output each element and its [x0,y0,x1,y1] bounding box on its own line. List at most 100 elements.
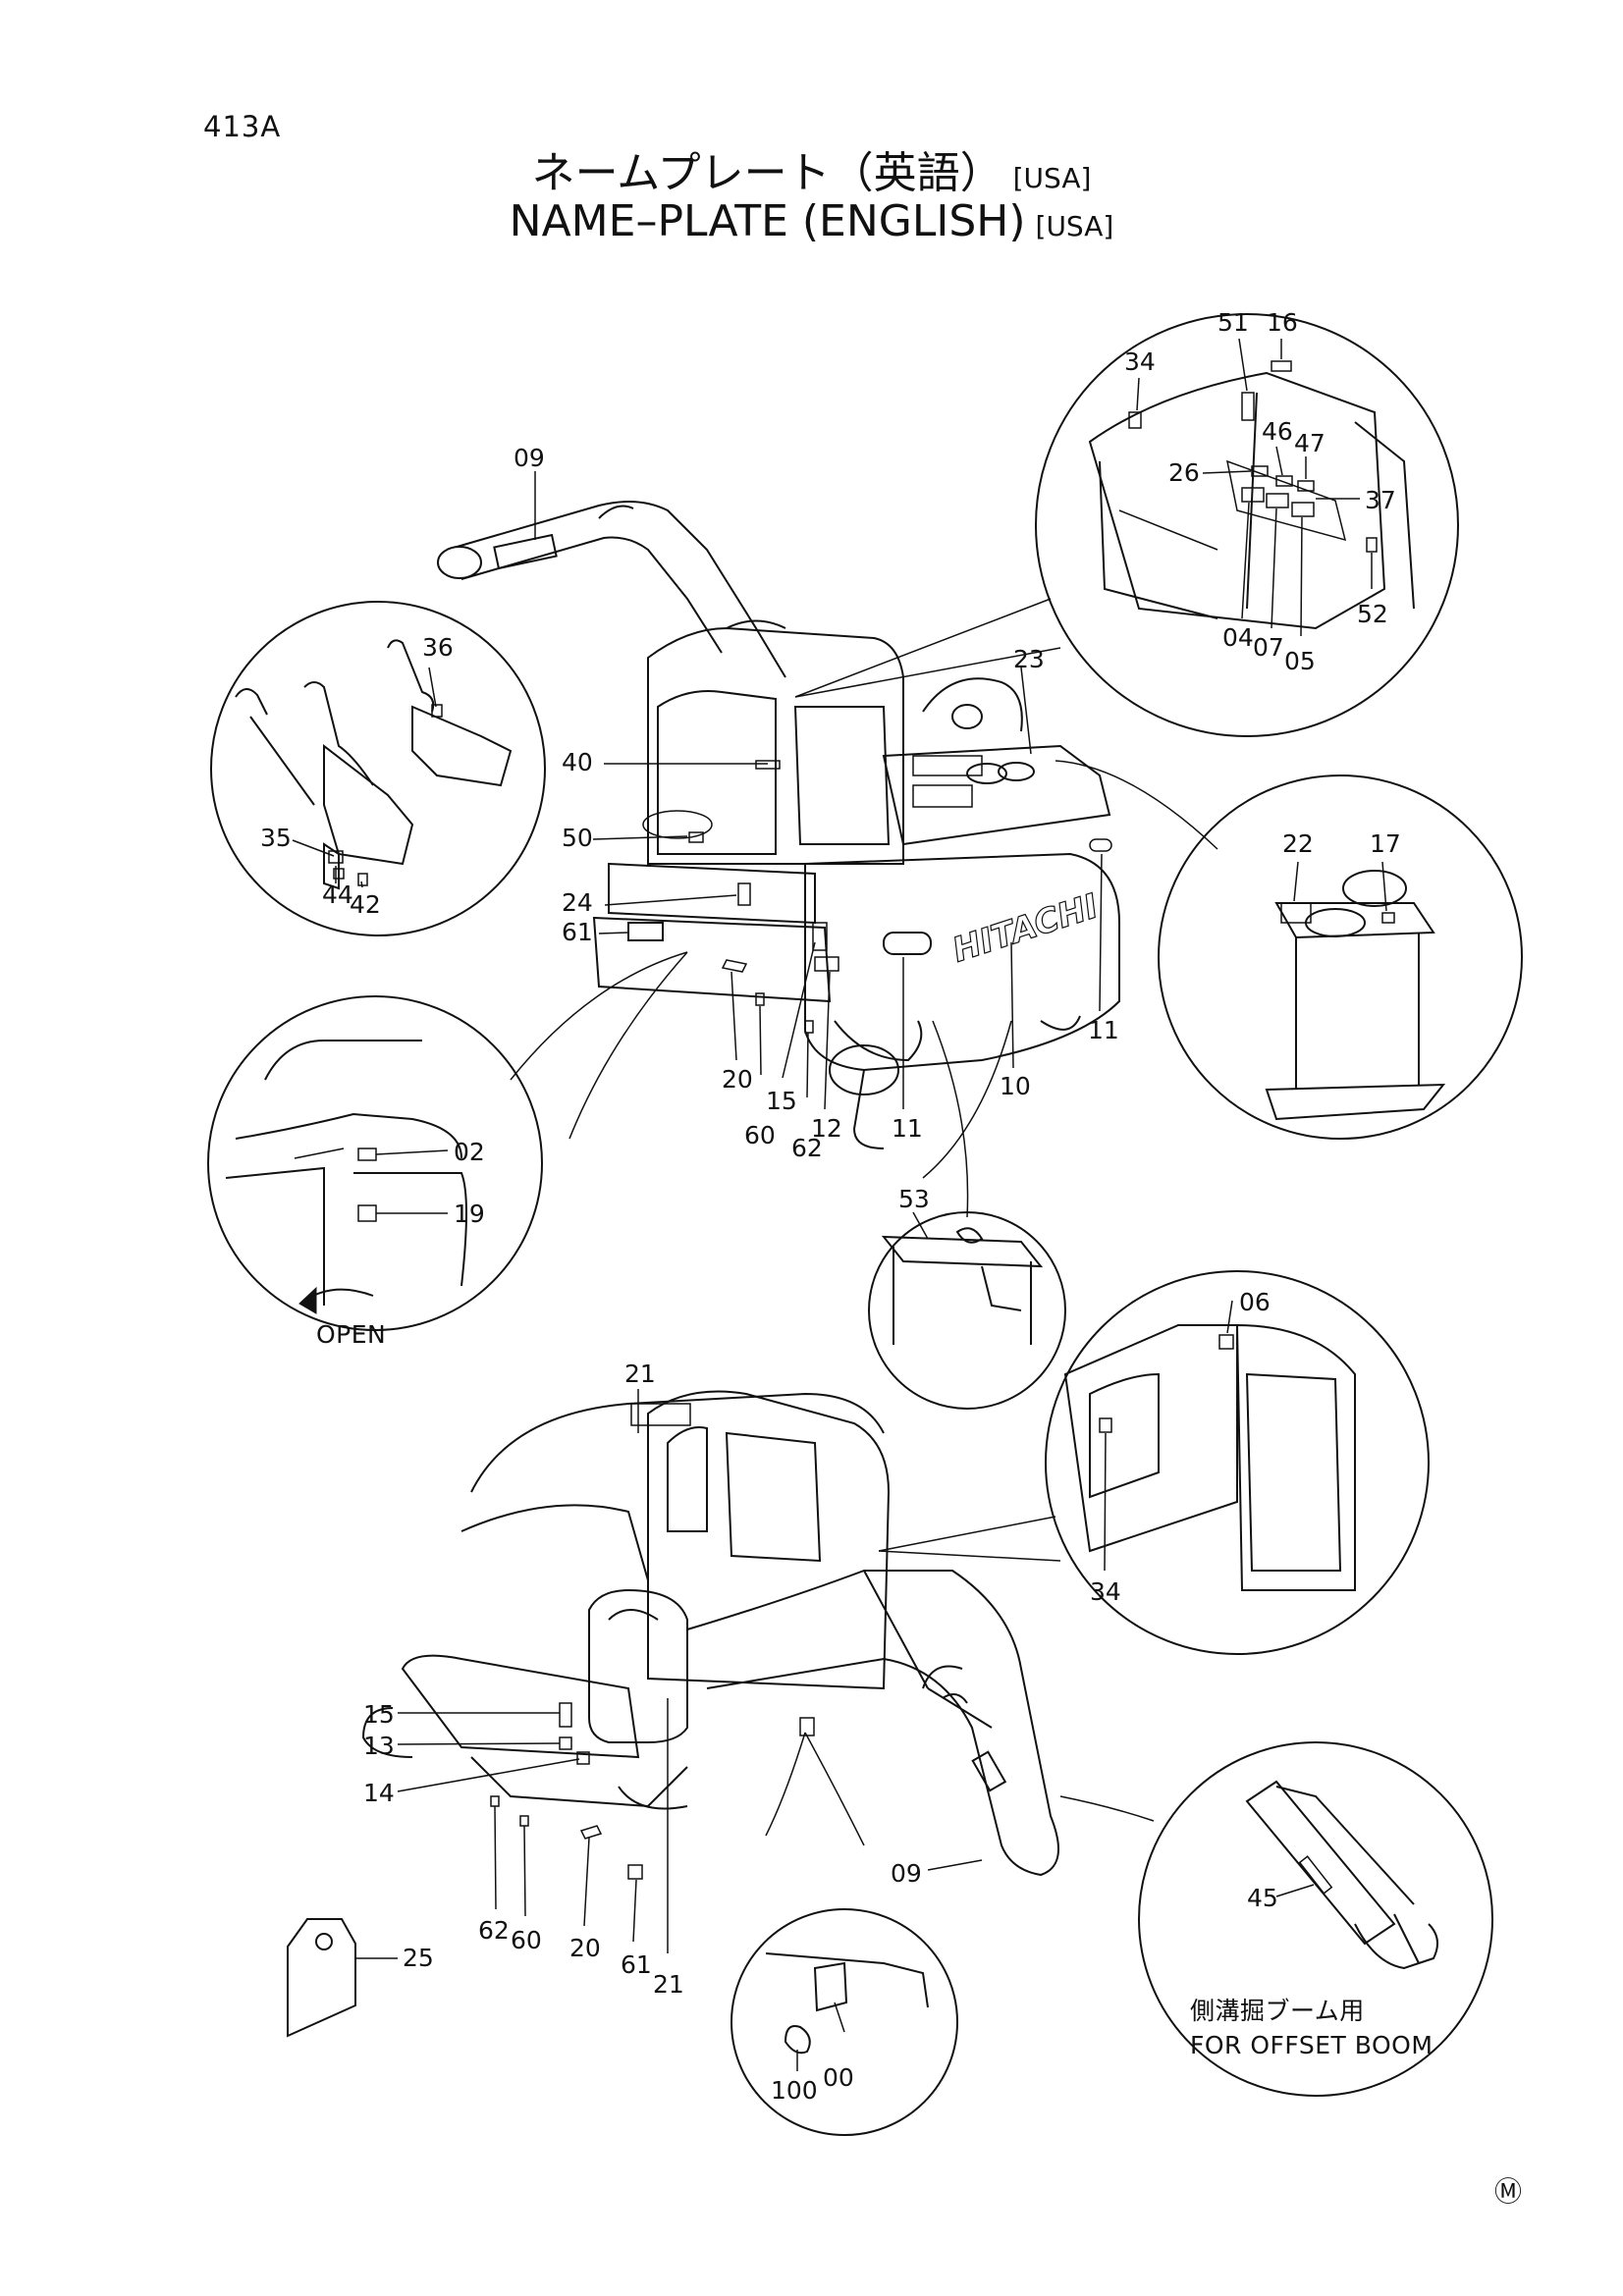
callout-52: 52 [1357,600,1388,628]
callout-21-bot: 21 [653,1970,684,1999]
plate-07 [1266,493,1289,508]
callout-20-top: 20 [722,1065,753,1094]
plate-34-bot [1099,1417,1112,1433]
callout-35: 35 [260,824,292,852]
callout-19: 19 [454,1200,485,1228]
plate-05 [1291,502,1315,517]
callout-60-top: 60 [744,1121,776,1149]
plate-40 [755,760,781,770]
plate-34-top [1128,411,1142,429]
detail-circle-filter [1158,774,1523,1140]
callout-09-bot: 09 [891,1859,922,1888]
callout-02: 02 [454,1138,485,1166]
page-title-japanese: ネームプレート（英語）[USA] [0,137,1623,200]
detail-circle-offset-boom [1138,1741,1493,2097]
callout-100: 100 [771,2076,818,2105]
plate-42 [357,873,368,886]
plate-20-bot [579,1825,603,1840]
callout-10: 10 [1000,1072,1031,1100]
plate-24 [737,882,751,906]
plate-44 [333,868,345,880]
leader-lines-top [510,471,1218,1218]
callout-21-top: 21 [624,1360,656,1388]
detail-circle-cab-door [1045,1270,1430,1655]
callout-05: 05 [1284,647,1316,675]
callout-62-bot: 62 [478,1916,510,1945]
callout-16: 16 [1267,308,1298,337]
callout-23: 23 [1013,645,1045,673]
callout-20-bot: 20 [569,1934,601,1962]
callout-15-bot: 15 [363,1700,395,1729]
callout-labels: 09 36 40 50 35 44 42 24 61 20 15 60 62 1… [260,308,1522,2208]
callout-24: 24 [562,888,593,917]
callout-26: 26 [1168,458,1200,487]
plate-22 [1280,902,1312,924]
plate-06 [1218,1334,1234,1350]
plate-13 [559,1736,572,1750]
plate-61-bot [627,1864,643,1880]
plate-17 [1381,912,1395,924]
tag-25 [287,1918,398,2038]
callout-00: 00 [823,2063,854,2092]
plate-16 [1271,360,1292,372]
plate-19 [357,1204,377,1222]
boom-label-09-bot [971,1750,1007,1792]
callout-04: 04 [1222,623,1254,652]
detail-circle-door [207,995,543,1331]
plate-60-top [755,992,765,1006]
callout-53: 53 [898,1185,930,1213]
excavator-front-view [361,1389,1155,1953]
open-label: OPEN [316,1320,386,1349]
page-title-english: NAME–PLATE (ENGLISH) [USA] [0,196,1623,246]
callout-61-top: 61 [562,918,593,946]
callout-34-top: 34 [1124,347,1156,376]
callout-37: 37 [1365,486,1396,514]
plate-51 [1241,392,1255,421]
plate-46 [1275,475,1293,487]
callout-25: 25 [403,1944,434,1972]
callout-11-a: 11 [892,1114,923,1143]
plate-14 [576,1751,590,1765]
callout-45: 45 [1247,1884,1278,1912]
detail-circle-cab-interior [1035,313,1459,737]
callout-60-bot: 60 [511,1926,542,1954]
plate-26 [1251,465,1269,477]
plate-50 [688,831,704,843]
callout-34-bot: 34 [1090,1577,1121,1606]
detail-circle-serial-plate [730,1908,958,2136]
rear-lamp [883,932,932,955]
callout-61-bot: 61 [621,1950,652,1979]
plate-62-top [804,1020,814,1034]
excavator-rear-view: HITACHI [437,501,1120,1149]
plate-36 [431,704,443,718]
hitachi-logo: HITACHI [947,886,1103,970]
callout-13: 13 [363,1732,395,1760]
plate-60-bot [519,1815,529,1827]
plate-21-panel [630,1403,691,1426]
callout-62-top: 62 [791,1134,823,1162]
callout-07: 07 [1253,633,1284,662]
offset-boom-note-jp: 側溝掘ブーム用 [1190,1997,1365,2025]
callout-22: 22 [1282,829,1314,858]
plate-35 [328,850,344,864]
plate-15-bot [559,1702,572,1728]
callout-46: 46 [1262,417,1293,446]
boom-pin [437,546,482,579]
region-tag-jp: [USA] [1012,162,1092,194]
serial-plate-00 [813,1961,848,2012]
callout-15-top: 15 [766,1087,797,1115]
detail-circle-levers [210,601,546,936]
plate-62-bot [490,1795,500,1807]
callout-11-b: 11 [1088,1016,1119,1044]
region-tag-en: [USA] [1035,210,1114,242]
m-mark: Ⓜ [1494,2175,1522,2208]
callout-14: 14 [363,1779,395,1807]
plate-12 [814,956,839,972]
callout-42: 42 [350,890,381,919]
title-en-text: NAME–PLATE (ENGLISH) [509,196,1026,246]
callout-12: 12 [811,1114,842,1143]
plate-15-top [812,922,828,951]
callout-09-top: 09 [514,444,545,472]
callout-17: 17 [1370,829,1401,858]
plate-52 [1366,537,1378,553]
